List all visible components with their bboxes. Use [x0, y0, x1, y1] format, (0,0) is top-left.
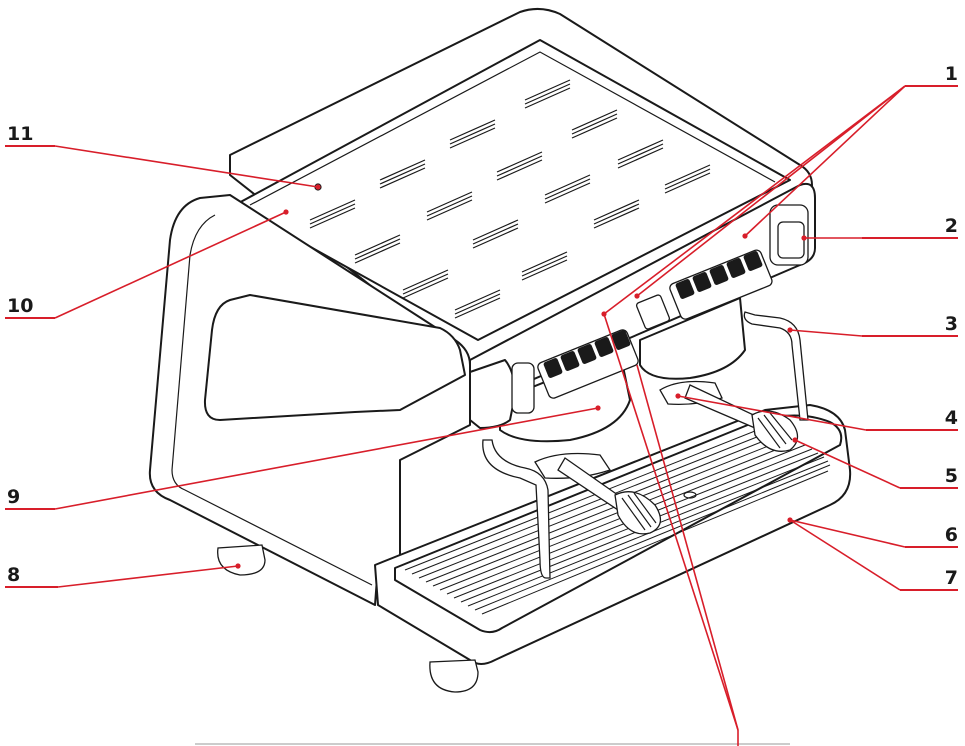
callout-11: 11	[7, 123, 33, 145]
leader-11	[5, 145, 321, 190]
callout-2: 2	[945, 215, 958, 237]
leader-6	[787, 517, 958, 548]
right-steam-knob	[777, 221, 805, 259]
center-button	[635, 294, 671, 330]
callout-6: 6	[945, 524, 958, 546]
right-group-head	[639, 297, 746, 380]
leader-7	[789, 519, 958, 591]
leader-1	[601, 85, 958, 317]
leader-bottom	[603, 313, 739, 746]
drip-tray	[394, 414, 843, 634]
cup-warmer-vents	[309, 79, 711, 319]
callout-numbers: 1 2 3 4 5 6 7 8 9 10 11	[7, 63, 958, 589]
left-portafilter	[534, 452, 662, 535]
leader-8	[5, 563, 241, 588]
callout-7: 7	[945, 567, 958, 589]
callout-3: 3	[945, 313, 958, 335]
leader-10	[5, 209, 289, 319]
leader-9	[5, 405, 601, 510]
callout-9: 9	[7, 486, 20, 508]
callout-10: 10	[7, 295, 33, 317]
leader-4	[675, 393, 958, 431]
cup-warmer-plate	[234, 39, 791, 341]
callout-1: 1	[945, 63, 958, 85]
left-button-panel	[537, 329, 639, 399]
right-portafilter	[659, 380, 799, 452]
leader-3	[787, 327, 958, 337]
callout-8: 8	[7, 564, 20, 586]
drain-mark	[683, 491, 697, 499]
left-steam-wand	[482, 439, 551, 579]
leader-2	[801, 235, 958, 241]
callout-5: 5	[945, 465, 958, 487]
left-steam-knob-housing	[469, 359, 516, 429]
right-button-panel	[669, 249, 773, 320]
callout-4: 4	[945, 407, 958, 429]
foot-front	[429, 659, 479, 693]
espresso-machine-illustration	[148, 8, 852, 745]
left-steam-knob	[511, 362, 535, 414]
right-steam-wand	[743, 311, 809, 421]
foot-left	[217, 544, 266, 576]
leader-5	[792, 437, 958, 489]
callout-leaders	[5, 85, 958, 746]
side-window	[203, 294, 466, 421]
